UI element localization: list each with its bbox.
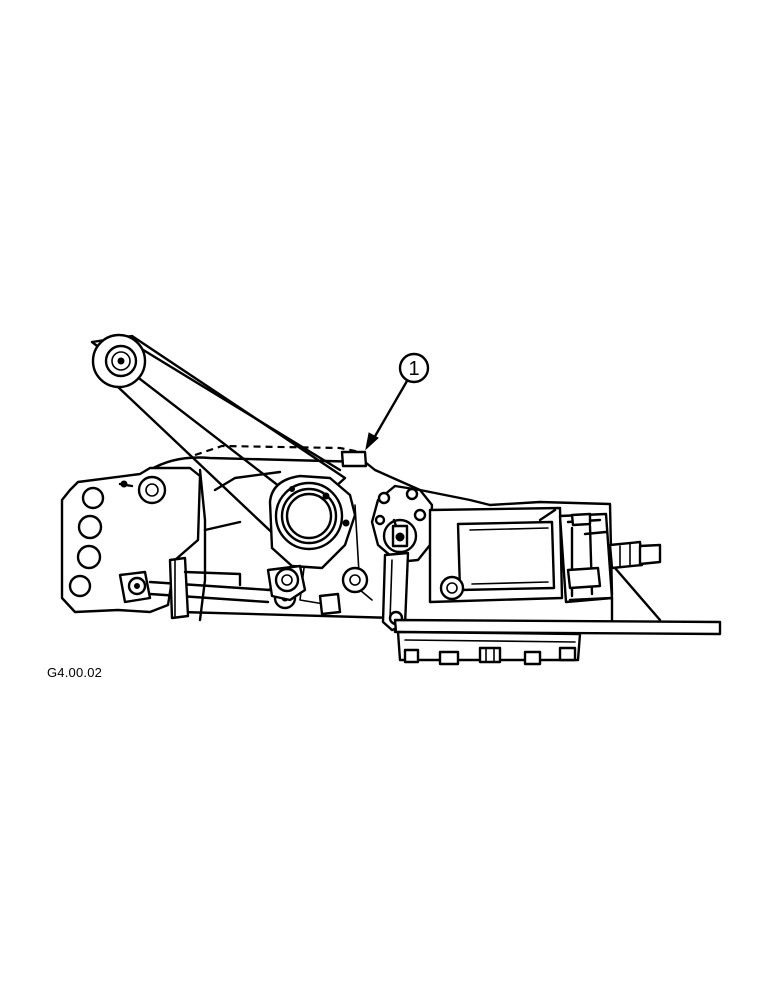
manifold-bolts	[403, 646, 577, 666]
left-bracket-plate	[60, 466, 202, 614]
bottom-manifold	[396, 630, 582, 666]
callout-1: 1	[365, 352, 430, 451]
adjuster-boss	[318, 566, 369, 616]
figure-code: G4.00.02	[47, 665, 103, 680]
valve-housing	[428, 506, 564, 604]
end-fitting	[608, 540, 662, 622]
control-lever	[370, 484, 434, 632]
base-plate	[393, 596, 722, 636]
lift-arm	[90, 333, 347, 544]
end-cylinder	[558, 512, 614, 604]
callout-1-label: 1	[408, 358, 419, 380]
cross-shaft-boss	[266, 474, 357, 602]
